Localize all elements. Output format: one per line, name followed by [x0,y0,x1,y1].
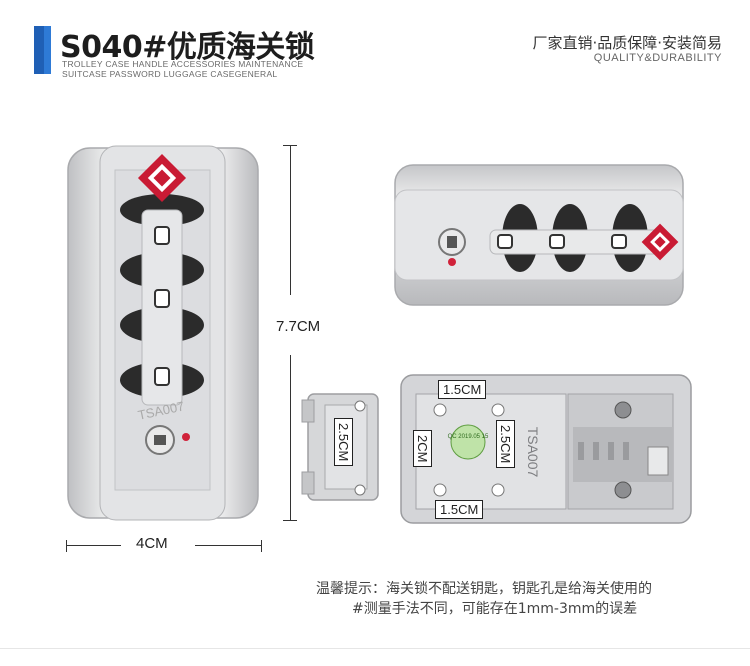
brand-accent-bar [34,26,44,74]
height-dimension-tick-top [283,145,297,146]
height-dimension-tick-bottom [283,520,297,521]
subtitle-line-1: TROLLEY CASE HANDLE ACCESSORIES MAINTENA… [62,59,304,69]
width-dimension-tick-left [66,540,67,552]
hole-spacing-bottom-tag: 1.5CM [435,500,484,519]
qc-sticker-text: QC 2019.05 15 [448,434,489,440]
lock-side-view [394,164,684,306]
width-label: 4CM [136,535,168,552]
hole-spacing-top-tag: 1.5CM [438,380,487,399]
width-dimension-line-left [66,545,121,546]
slogan-english: QUALITY&DURABILITY [593,52,722,64]
hole-spacing-right-tag: 2.5CM [496,420,515,469]
width-dimension-line-right [195,545,261,546]
footer-divider [0,648,750,649]
height-dimension-line-bottom [290,355,291,520]
hole-spacing-left-tag: 2CM [413,430,432,468]
page-title: S040#优质海关锁 [60,30,315,65]
width-dimension-tick-right [261,540,262,552]
slogan: 厂家直销·品质保障·安装简易 [532,34,722,52]
note-line-2: #测量手法不同，可能存在1mm-3mm的误差 [352,601,638,617]
subtitle-line-2: SUITCASE PASSWORD LUGGAGE CASEGENERAL [62,69,278,79]
height-label: 7.7CM [276,318,321,335]
note-line-1: 温馨提示：海关锁不配送钥匙，钥匙孔是给海关使用的 [316,581,652,597]
lock-front-view: TSA007 [67,145,259,521]
plate-spacing-tag: 2.5CM [334,418,353,467]
brand-accent-bar-light [44,26,51,74]
tsa-engraving: TSA007 [525,427,541,478]
lock-back-view: QC 2019.05 15 TSA007 [400,374,692,524]
height-dimension-line-top [290,145,291,295]
